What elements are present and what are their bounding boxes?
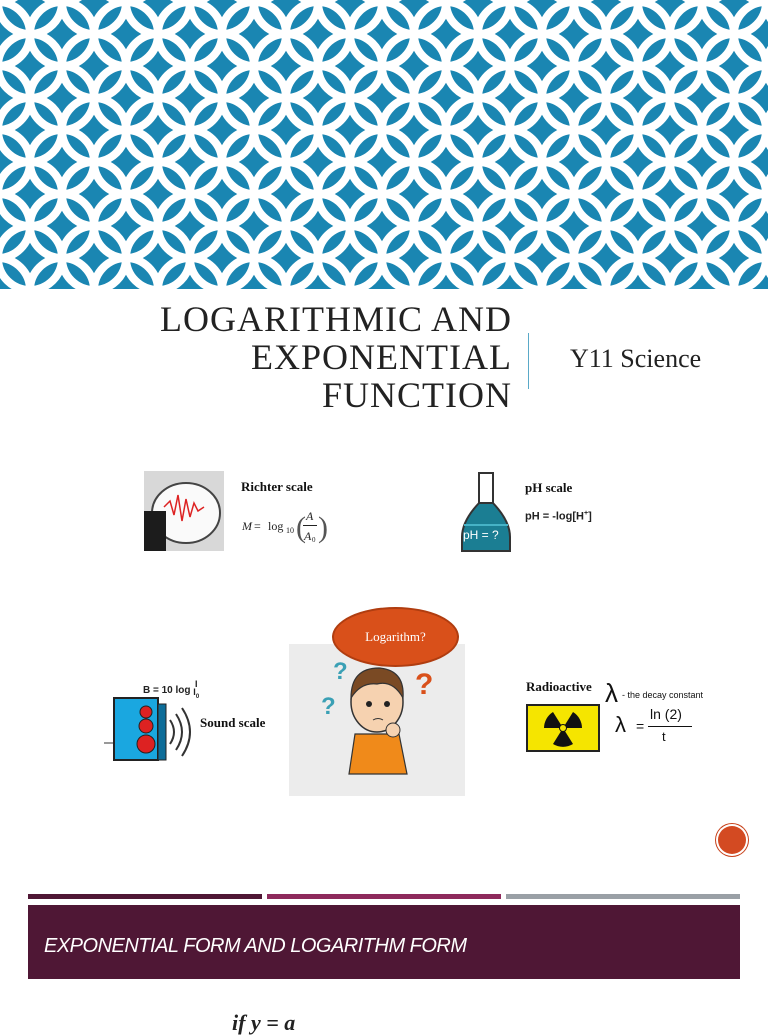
slide-title: LOGARITHMIC AND EXPONENTIAL FUNCTION — [110, 300, 512, 414]
title-line-3: FUNCTION — [321, 375, 512, 415]
ph-formula-main: pH = -log[H — [525, 510, 584, 523]
header-banner — [0, 0, 768, 289]
svg-text:?: ? — [333, 658, 348, 685]
slide-nav-button[interactable] — [718, 826, 746, 854]
radiation-hazard-icon — [526, 704, 600, 752]
equals-sign-icon: = — [636, 718, 645, 734]
sound-formula-main: B = 10 log — [143, 685, 191, 697]
svg-text:?: ? — [321, 693, 336, 720]
accent-bar-2 — [267, 894, 501, 899]
richter-formula: M = log 10 ( A A 0 ) — [242, 509, 328, 544]
title-divider — [528, 333, 529, 389]
section-header-bar — [28, 905, 740, 979]
sound-frac-num: I — [194, 679, 198, 689]
bottom-formula: if y = a — [232, 1010, 296, 1035]
lambda-symbol-2-icon: λ — [615, 712, 626, 737]
richter-formula-base: 10 — [286, 526, 294, 535]
accent-bar-3 — [506, 894, 740, 899]
ph-formula: pH = -log[H+] — [525, 510, 592, 523]
flask-text: pH = ? — [463, 528, 499, 542]
sound-formula: B = 10 log I I0 — [143, 680, 199, 701]
flask-icon — [461, 472, 511, 552]
ph-label: pH scale — [525, 480, 573, 495]
radioactive-numerator: ln (2) — [650, 706, 682, 722]
richter-formula-num: A — [306, 509, 314, 523]
richter-formula-log: log — [268, 519, 284, 533]
accent-bar-1 — [28, 894, 262, 899]
logarithm-speech-bubble: Logarithm? — [332, 607, 459, 667]
richter-formula-den-sub: 0 — [312, 536, 316, 544]
slide-subtitle: Y11 Science — [570, 344, 702, 373]
lambda-symbol-icon: λ — [605, 678, 618, 708]
circle-pattern — [0, 0, 768, 289]
richter-label: Richter scale — [241, 479, 313, 494]
speaker-icon — [104, 697, 191, 761]
ph-formula-sup: + — [583, 510, 589, 517]
lambda-note: - the decay constant — [622, 690, 704, 700]
section-title: EXPONENTIAL FORM AND LOGARITHM FORM — [44, 935, 467, 957]
radioactive-label: Radioactive — [526, 679, 592, 694]
title-line-1: LOGARITHMIC AND — [160, 299, 512, 339]
sound-frac-den-sub: 0 — [195, 693, 200, 700]
seismograph-icon — [144, 471, 224, 551]
svg-text:?: ? — [415, 668, 433, 701]
richter-formula-den: A — [304, 529, 312, 543]
title-line-2: EXPONENTIAL — [251, 337, 512, 377]
sound-label: Sound scale — [200, 715, 266, 730]
fraction-line — [648, 726, 692, 727]
ph-formula-end: ] — [588, 510, 592, 523]
thinking-boy-icon: ? ? ? — [321, 658, 433, 775]
sound-frac-den: I — [193, 687, 196, 697]
richter-formula-lhs: M — [242, 519, 252, 533]
radioactive-denominator: t — [662, 729, 666, 744]
